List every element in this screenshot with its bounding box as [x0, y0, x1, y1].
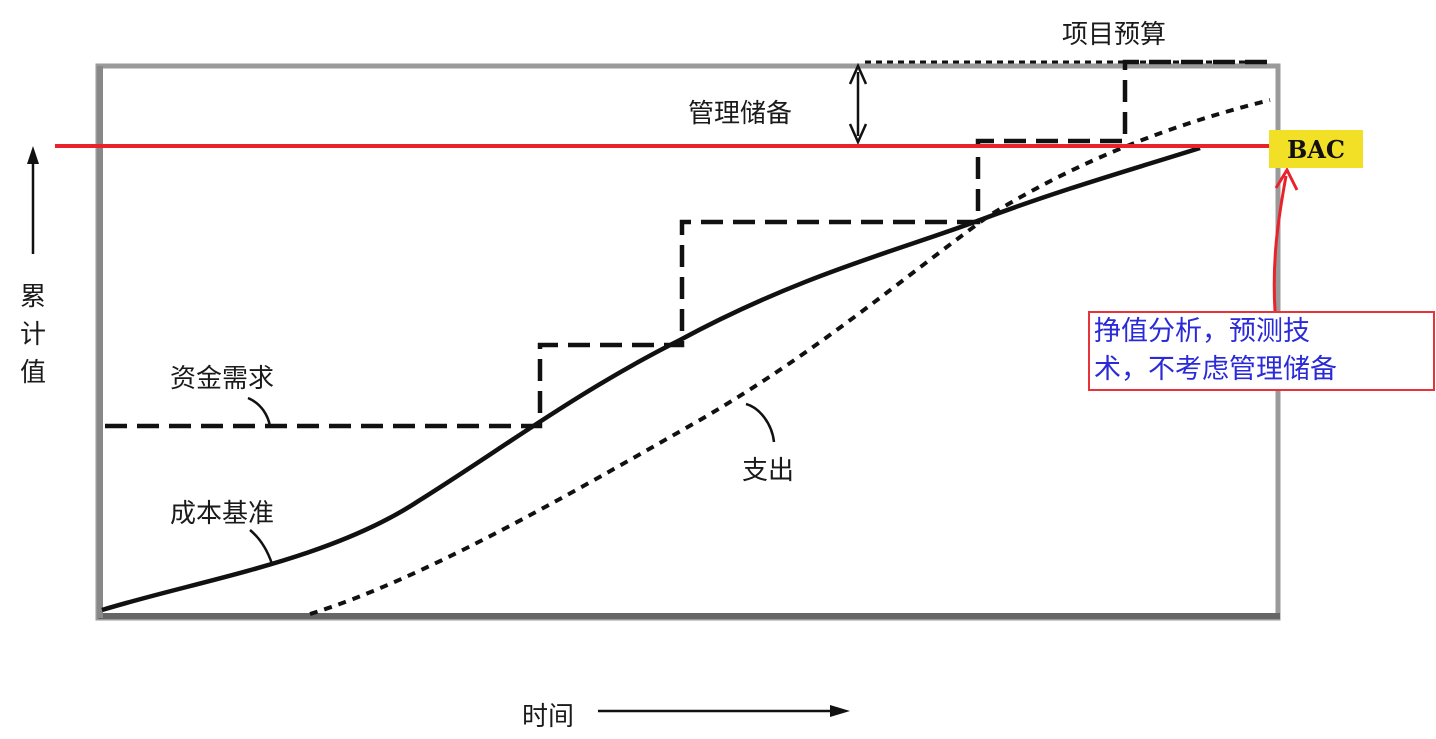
annotation-note: 挣值分析，预测技 术，不考虑管理储备	[1088, 311, 1435, 391]
funding-requirements-line	[105, 59, 1270, 429]
bac-badge: BAC	[1269, 130, 1363, 168]
cost-baseline-curve	[101, 145, 1201, 613]
annotation-note-line1: 挣值分析，预测技	[1094, 316, 1310, 347]
y-axis-label: 累计值	[19, 282, 46, 388]
arrowhead-up	[848, 62, 868, 85]
x-axis-label: 时间	[522, 702, 575, 732]
funding-leader	[247, 396, 272, 427]
project-budget-label: 项目预算	[1062, 20, 1167, 50]
funding-requirements-label: 资金需求	[170, 364, 275, 394]
bac-pointer-arrowhead	[1274, 166, 1299, 191]
y-axis-arrowhead	[27, 146, 39, 164]
expenditures-curve	[309, 98, 1271, 616]
baseline-leader	[249, 529, 274, 565]
bac-pointer-line	[1272, 175, 1288, 312]
expenditures-leader	[745, 402, 776, 443]
expenditures-label: 支出	[742, 456, 795, 486]
annotation-note-line2: 术，不考虑管理储备	[1094, 354, 1337, 385]
x-axis-arrowhead	[830, 705, 850, 717]
cost-baseline-label: 成本基准	[170, 499, 275, 529]
management-reserve-label: 管理储备	[688, 99, 793, 129]
arrowhead-down	[848, 123, 868, 146]
